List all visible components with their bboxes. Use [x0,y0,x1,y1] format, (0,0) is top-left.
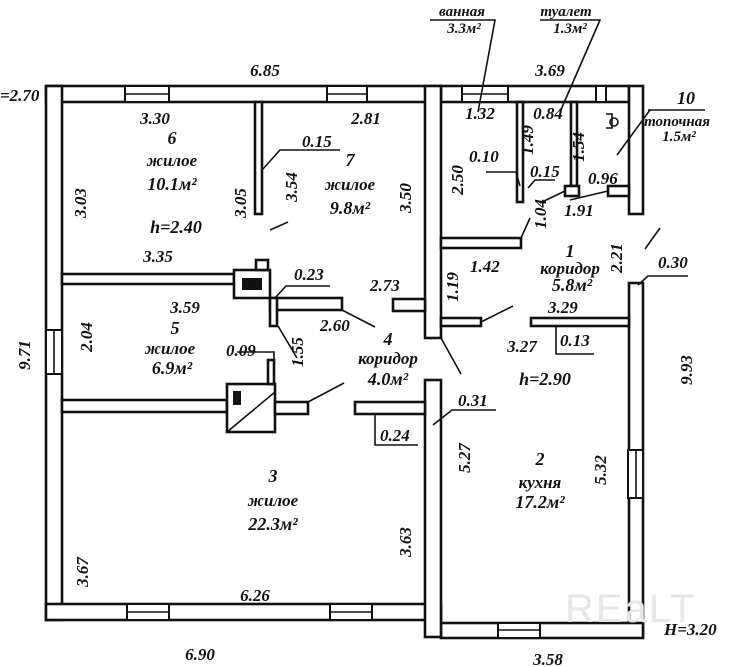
room-3-number: 3 [268,466,278,486]
toilet-name: туалет [540,4,591,20]
room-4-area: 4.0м² [367,369,409,389]
dim-label: 1.54 [569,132,588,162]
room-10-number: 10 [677,88,695,108]
dim-label: 1.91 [564,201,594,220]
room-1-area: 5.8м² [552,275,593,295]
dim-label: 3.54 [282,172,301,203]
dim-label: 2.60 [319,316,350,335]
dim-label: 0.09 [226,341,256,360]
left-height-label: =2.70 [0,86,40,105]
room-2-area: 17.2м² [515,492,565,512]
room-labels: 6 жилое 10.1м² h=2.40 7 жилое 9.8м² 5 жи… [144,4,710,534]
room-5-area: 6.9м² [152,358,193,378]
dim-label: 1.49 [518,125,537,155]
dim-label: 0.24 [380,426,410,445]
room-5-number: 5 [171,318,180,338]
dim-label: 5.27 [455,442,474,473]
room-2-number: 2 [535,449,545,469]
room-3-name: жилое [247,491,299,510]
room-3-area: 22.3м² [247,514,298,534]
room-10-name: топочная [644,114,710,130]
dim-label: 0.96 [588,169,618,188]
room-6-name: жилое [146,151,198,170]
bath-name: ванная [439,4,485,20]
toilet-area: 1.3м² [553,21,587,37]
dim-label: 3.03 [71,188,90,219]
dim-label: 0.13 [560,331,590,350]
dim-label: 3.58 [532,650,563,667]
interior-walls [60,84,631,639]
room-7-name: жилое [324,175,376,194]
windows [45,85,644,639]
dim-label: 0.15 [530,162,560,181]
room-5-name: жилое [144,339,196,358]
room-6-area: 10.1м² [147,174,197,194]
room-1-number: 1 [566,241,575,261]
dim-label: 0.10 [469,147,499,166]
height-label-H: H=3.20 [663,620,717,639]
dim-label: 3.59 [169,298,200,317]
room-1-name: коридор [540,259,600,278]
dim-label: 3.29 [547,298,578,317]
leader-lines [237,19,705,446]
dim-label: 0.31 [458,391,488,410]
dim-label: 2.81 [350,109,381,128]
room-2-name: кухня [519,473,562,492]
room-4-name: коридор [358,349,418,368]
dim-label: 3.35 [142,247,173,266]
dim-label: 3.69 [534,61,565,80]
dim-label: 1.42 [470,257,500,276]
boiler-icon [606,113,619,129]
dim-label: 1.55 [288,337,307,367]
dim-label: 3.50 [396,183,415,214]
room-6-height: h=2.40 [150,217,202,237]
dim-label: 3.05 [231,188,250,219]
dim-label: 2.73 [369,276,400,295]
room-6-number: 6 [168,128,177,148]
room-1-height: h=2.90 [519,369,571,389]
dim-label: 9.93 [677,355,696,385]
room-7-area: 9.8м² [330,198,371,218]
watermark: REaLT [565,587,697,631]
dim-label: 5.32 [591,455,610,485]
room-10-area: 1.5м² [662,129,696,145]
dim-label: 2.04 [77,322,96,353]
dim-label: 2.50 [448,165,467,196]
dim-label: 3.63 [396,527,415,558]
dim-label: 0.30 [658,253,688,272]
dim-label: 0.84 [533,104,563,123]
dim-label: 2.21 [607,243,626,274]
dim-label: 1.19 [443,272,462,302]
dim-label: 1.04 [531,199,550,229]
room-7-number: 7 [346,150,356,170]
dim-label: 3.30 [139,109,170,128]
dim-label: 0.15 [302,132,332,151]
dim-label: 6.85 [250,61,280,80]
dimension-labels: =2.70 6.85 3.69 6.90 3.58 H=3.20 9.71 9.… [0,61,717,667]
bath-area: 3.3м² [446,21,481,37]
dim-label: 3.27 [506,337,538,356]
dim-label: 0.23 [294,265,324,284]
dim-label: 6.26 [240,586,270,605]
dim-label: 9.71 [15,340,34,370]
dim-label: 3.67 [73,556,92,588]
room-4-number: 4 [383,329,393,349]
dim-label: 6.90 [185,645,215,664]
dim-label: 1.32 [465,104,495,123]
